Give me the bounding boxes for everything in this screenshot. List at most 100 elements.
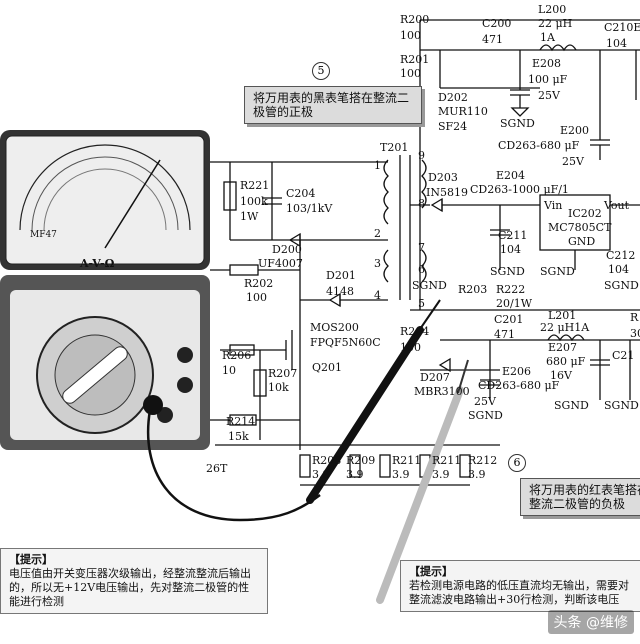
e200-voltage: 25V <box>562 155 584 168</box>
r200-label: R200 <box>400 13 430 26</box>
l200-label: L200 <box>538 3 567 16</box>
sgnd-label-1: SGND <box>500 117 535 130</box>
l201-label: L201 <box>548 309 577 322</box>
r209-label: R209 <box>346 454 376 467</box>
pin2-label: 2 <box>374 227 381 240</box>
c211-label: C211 <box>498 229 528 242</box>
r202-value: 100 <box>246 291 267 304</box>
d200-value: UF4007 <box>258 257 303 270</box>
l200-rating: 1A <box>540 31 555 44</box>
r208-label: R208 <box>312 454 342 467</box>
e208-value: 100 μF <box>528 73 568 86</box>
r207-label: R207 <box>268 367 298 380</box>
r214-value: 15k <box>228 430 249 443</box>
d201-value: 4148 <box>326 285 354 298</box>
r214-label: R214 <box>226 415 256 428</box>
tip-right-body: 若检测电源电路的低压直流均无输出，需要对整流滤波电路输出+30行检测，判断该电压 <box>409 579 629 606</box>
r204-value: 100 <box>400 341 421 354</box>
sgnd-label-3: SGND <box>490 265 525 278</box>
r202-label: R202 <box>244 277 274 290</box>
tip-right: 【提示】 若检测电源电路的低压直流均无输出，需要对整流滤波电路输出+30行检测，… <box>400 560 640 612</box>
c201-value: 471 <box>494 328 515 341</box>
e206-value: CD263-680 μF <box>478 379 560 392</box>
l201-value: 22 μH1A <box>540 321 590 334</box>
l200-value: 22 μH <box>538 17 573 30</box>
d207-value: MBR3100 <box>414 385 470 398</box>
r212-value: 3.9 <box>468 468 486 481</box>
t201-label: T201 <box>380 141 409 154</box>
c212-value: 104 <box>608 263 629 276</box>
r209-value: 3.9 <box>346 468 364 481</box>
multimeter <box>0 130 210 450</box>
c201-label: C201 <box>494 313 524 326</box>
d202-label: D202 <box>438 91 468 104</box>
e208-voltage: 25V <box>538 89 560 102</box>
r201-value: 100 <box>400 67 421 80</box>
pin9-label: 9 <box>418 149 425 162</box>
r201-label: R201 <box>400 53 430 66</box>
mos-label: MOS200 <box>310 321 359 334</box>
c210-value: 104 <box>606 37 627 50</box>
d203-label: D203 <box>428 171 458 184</box>
r204-label: R204 <box>400 325 430 338</box>
d201-label: D201 <box>326 269 356 282</box>
pin8-label: 8 <box>418 197 425 210</box>
ic202-label: IC202 <box>568 207 602 220</box>
pin6-label: 6 <box>418 263 425 276</box>
meter-brand: A-V-Ω <box>80 257 115 270</box>
pin4-label: 4 <box>374 289 381 302</box>
r-right-value: 30 <box>630 327 640 340</box>
red-probe-callout: 将万用表的红表笔搭在整流二极管的负极 <box>520 478 640 516</box>
r222-label: R222 <box>496 283 526 296</box>
r211a-label: R211 <box>392 454 422 467</box>
turns-label: 26T <box>206 462 228 475</box>
c200-label: C200 <box>482 17 512 30</box>
e204-label: E204 <box>496 169 526 182</box>
ic202-vin: Vin <box>544 199 563 212</box>
d202-value: MUR110 <box>438 105 488 118</box>
r207-value: 10k <box>268 381 289 394</box>
pin5-label: 5 <box>418 297 425 310</box>
c204-label: C204 <box>286 187 316 200</box>
sgnd-label-6: SGND <box>468 409 503 422</box>
q201-label: Q201 <box>312 361 343 374</box>
r-right-label: R <box>630 311 639 324</box>
r211b-label: R211 <box>432 454 462 467</box>
r206-label: R206 <box>222 349 252 362</box>
e208-label: E208 <box>532 57 562 70</box>
r221-value: 100k <box>240 195 268 208</box>
sgnd-label-2: SGND <box>412 279 447 292</box>
e206-voltage: 25V <box>474 395 496 408</box>
ic202-part: MC7805CT <box>548 221 612 234</box>
meter-model: MF47 <box>30 230 57 240</box>
step-badge-6: 6 <box>508 454 526 472</box>
r211a-value: 3.9 <box>392 468 410 481</box>
e207-value: 680 μF <box>546 355 586 368</box>
sgnd-label-7: SGND <box>554 399 589 412</box>
mos-part: FPQF5N60C <box>310 336 381 349</box>
r222-value: 20/1W <box>496 297 533 310</box>
r200-value: 100 <box>400 29 421 42</box>
tip-right-title: 【提示】 <box>409 565 453 578</box>
ic202-gnd: GND <box>568 235 596 248</box>
r208-value: 3.9 <box>312 468 330 481</box>
black-probe-callout: 将万用表的黑表笔搭在整流二极管的正极 <box>244 86 422 124</box>
d207-label: D207 <box>420 371 450 384</box>
pin7-label: 7 <box>418 241 425 254</box>
e200-value: CD263-680 μF <box>498 139 580 152</box>
e207-voltage: 16V <box>550 369 572 382</box>
r221-power: 1W <box>240 210 259 223</box>
tip-left-title: 【提示】 <box>9 553 53 566</box>
r212-label: R212 <box>468 454 498 467</box>
step-badge-5: 5 <box>312 62 330 80</box>
e207-label: E207 <box>548 341 578 354</box>
e204-value: CD263-1000 μF/1 <box>470 183 569 196</box>
d200-label: D200 <box>272 243 302 256</box>
r221-label: R221 <box>240 179 270 192</box>
c200-value: 471 <box>482 33 503 46</box>
c212-label: C212 <box>606 249 636 262</box>
c211-value: 104 <box>500 243 521 256</box>
